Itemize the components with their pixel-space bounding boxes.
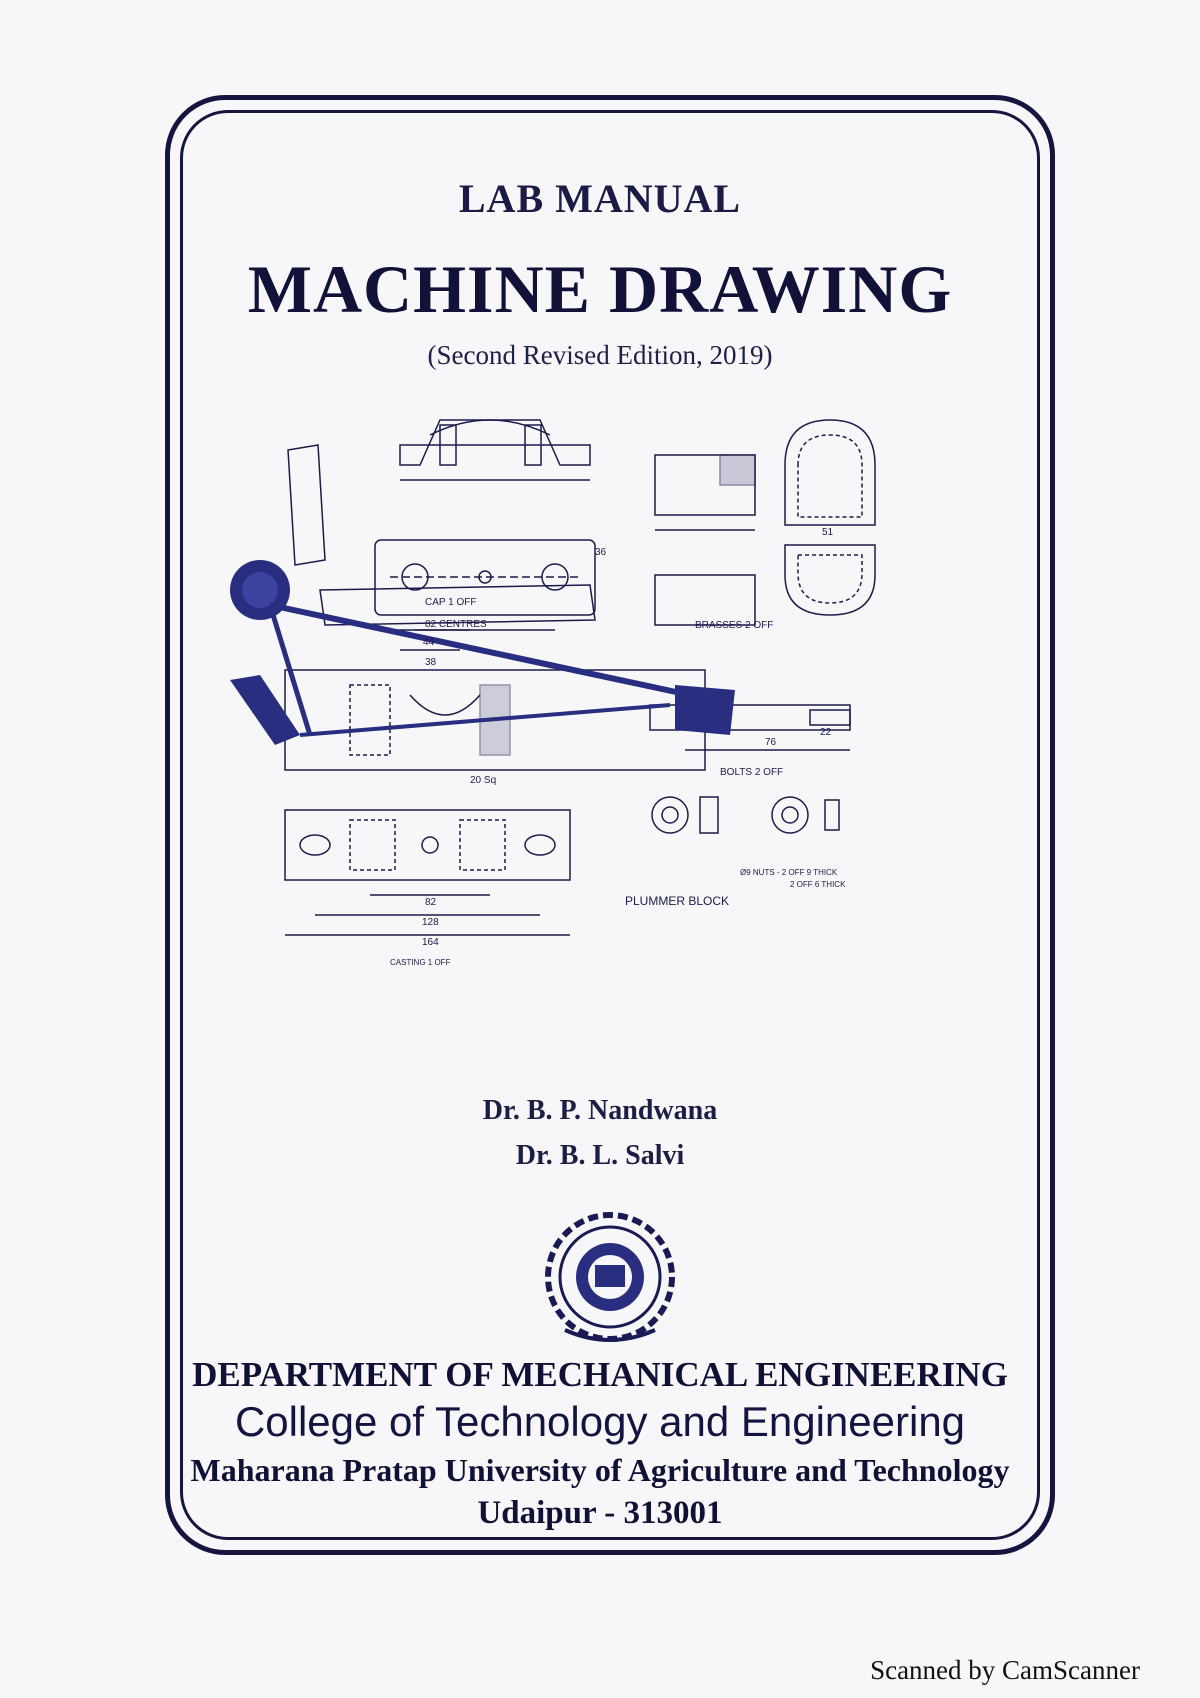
department-name: DEPARTMENT OF MECHANICAL ENGINEERING [192, 1355, 1008, 1394]
outer-border [165, 95, 1055, 1555]
lab-manual-label: LAB MANUAL [458, 176, 742, 221]
dim-82: 82 [425, 897, 437, 908]
label-nuts: Ø9 NUTS - 2 OFF 9 THICK [740, 868, 838, 877]
inner-border [180, 110, 1040, 1540]
university-name: Maharana Pratap University of Agricultur… [190, 1452, 1010, 1488]
dim-20sq: 20 Sq [470, 775, 496, 786]
dim-51: 51 [822, 527, 834, 538]
label-bolts: BOLTS 2 OFF [720, 767, 783, 778]
dim-44: 44 [423, 637, 435, 648]
label-casting: CASTING 1 OFF [390, 958, 451, 967]
label-nuts-2: 2 OFF 6 THICK [790, 880, 846, 889]
author-2: Dr. B. L. Salvi [515, 1140, 685, 1171]
label-centres: 82 CENTRES [425, 619, 487, 630]
college-name: College of Technology and Engineering [234, 1398, 966, 1445]
dim-76: 76 [765, 737, 777, 748]
label-plummer-block: PLUMMER BLOCK [625, 894, 729, 908]
book-title: MACHINE DRAWING [247, 251, 953, 327]
dim-164: 164 [422, 937, 439, 948]
dim-128: 128 [422, 917, 439, 928]
edition-text: (Second Revised Edition, 2019) [427, 340, 773, 370]
author-1: Dr. B. P. Nandwana [482, 1095, 718, 1126]
label-brasses: BRASSES 2 OFF [695, 620, 773, 631]
university-emblem [545, 1212, 675, 1342]
label-cap: CAP 1 OFF [425, 597, 477, 608]
dim-38: 38 [425, 657, 437, 668]
plummer-block-drawing: 82 CENTRES CAP 1 OFF BRASSES 2 OFF BOLTS… [230, 419, 876, 967]
city-pincode: Udaipur - 313001 [477, 1495, 723, 1531]
dim-36: 36 [595, 547, 607, 558]
scanner-watermark: Scanned by CamScanner [870, 1655, 1140, 1685]
dim-22: 22 [820, 727, 832, 738]
